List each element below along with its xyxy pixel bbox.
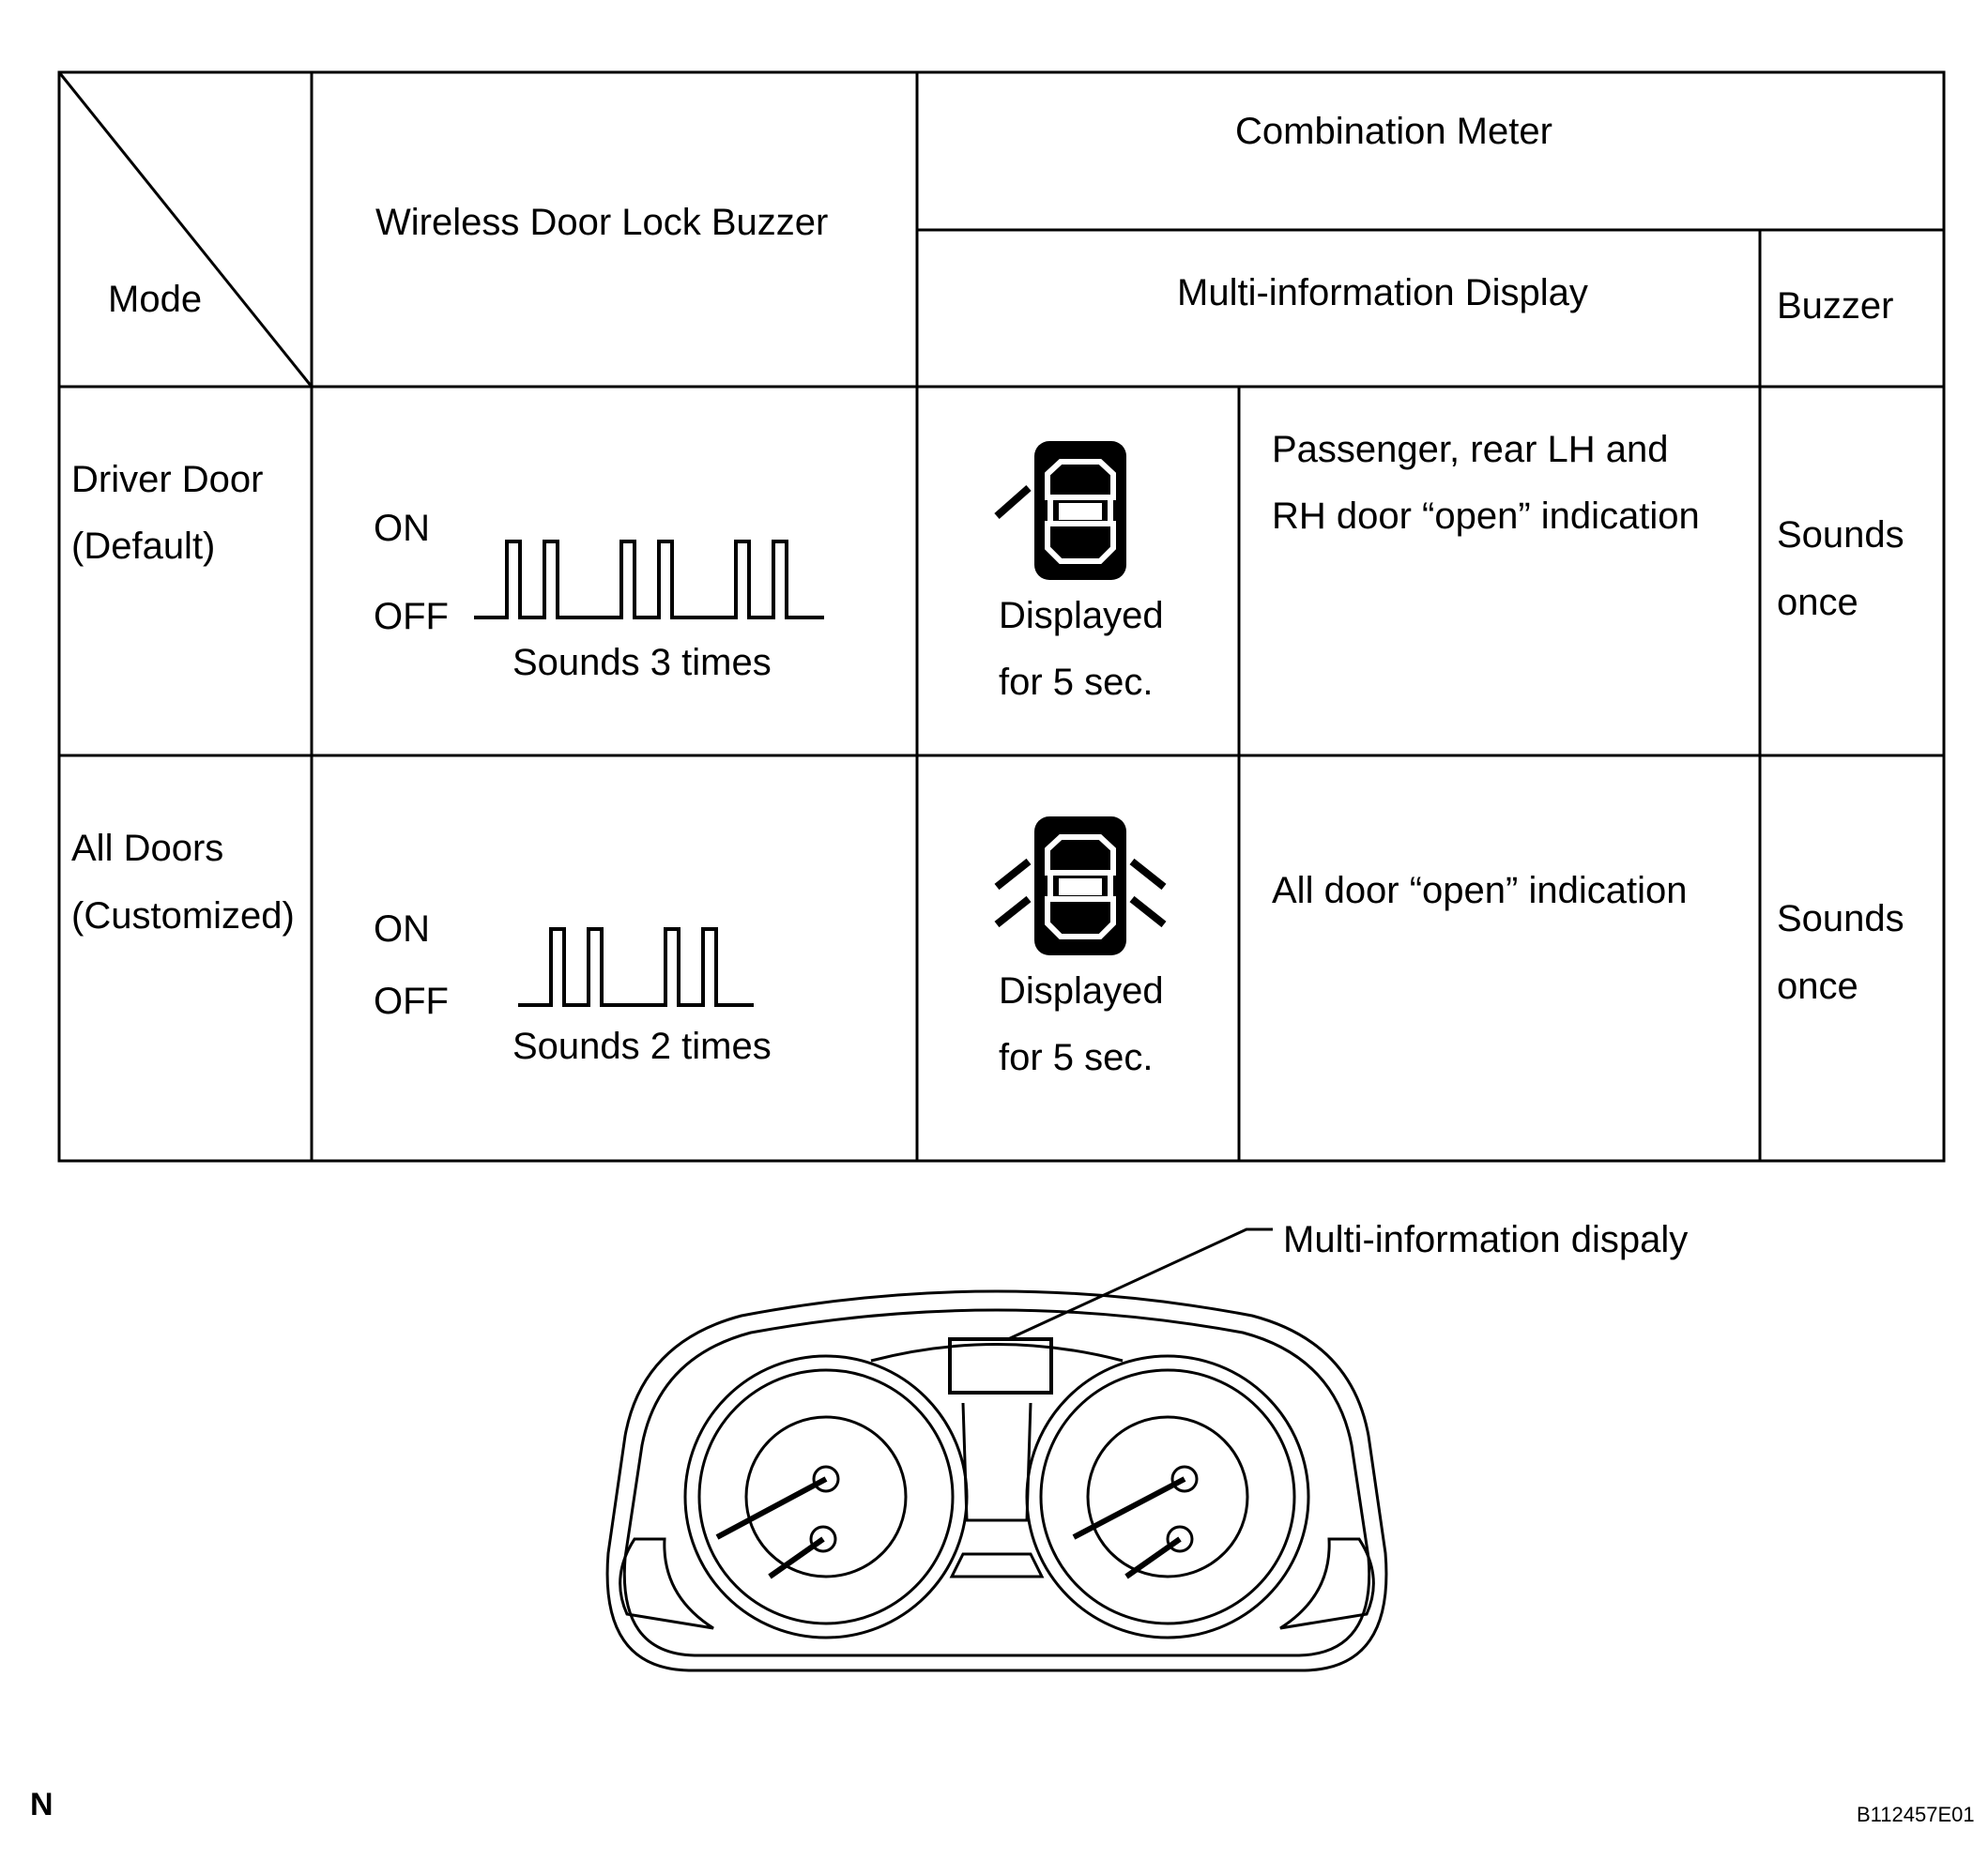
row2-signal-on: ON [374,908,430,950]
row1-sound-caption: Sounds 3 times [512,642,772,683]
header-diagonal [57,71,313,388]
header-combination-meter: Combination Meter [1235,111,1552,152]
driver-door-open-icon [994,441,1126,580]
row2-mode-line2: (Customized) [71,895,295,937]
callout-label: Multi-information dispaly [1283,1219,1689,1260]
header-multi-info-display: Multi-information Display [1177,272,1588,313]
row2-display-line2: for 5 sec. [999,1037,1154,1078]
row2-mode-line1: All Doors [71,828,224,869]
row2-buzzer-line2: once [1777,966,1858,1007]
header-buzzer: Buzzer [1777,285,1894,327]
row2-signal-off: OFF [374,981,449,1022]
combination-meter-icon [605,1289,1388,1672]
header-mode: Mode [108,279,203,320]
row1-signal-off: OFF [374,596,449,637]
multi-info-display-window [948,1337,1053,1395]
row1-mode-line1: Driver Door [71,459,264,500]
header-wireless-buzzer: Wireless Door Lock Buzzer [375,202,829,243]
row1-indication-line1: Passenger, rear LH and [1272,429,1669,470]
row2-pulse-waveform [518,927,754,1007]
table-frame [57,70,1946,1163]
callout-leader [1007,1227,1273,1341]
row1-mode-line2: (Default) [71,526,216,567]
row2-display-line1: Displayed [999,970,1164,1012]
row1-pulse-waveform [474,540,824,619]
all-doors-open-icon [994,816,1167,955]
row2-sound-caption: Sounds 2 times [512,1026,772,1067]
row1-display-line2: for 5 sec. [999,662,1154,703]
row1-indication-line2: RH door “open” indication [1272,495,1700,537]
row1-display-line1: Displayed [999,595,1164,636]
row1-buzzer-line1: Sounds [1777,514,1904,556]
page-mark: N [30,1787,54,1822]
figure-code: B112457E01 [1857,1803,1975,1826]
row2-indication-line1: All door “open” indication [1272,870,1688,911]
row1-buzzer-line2: once [1777,582,1858,623]
row1-signal-on: ON [374,508,430,549]
row2-buzzer-line1: Sounds [1777,898,1904,939]
